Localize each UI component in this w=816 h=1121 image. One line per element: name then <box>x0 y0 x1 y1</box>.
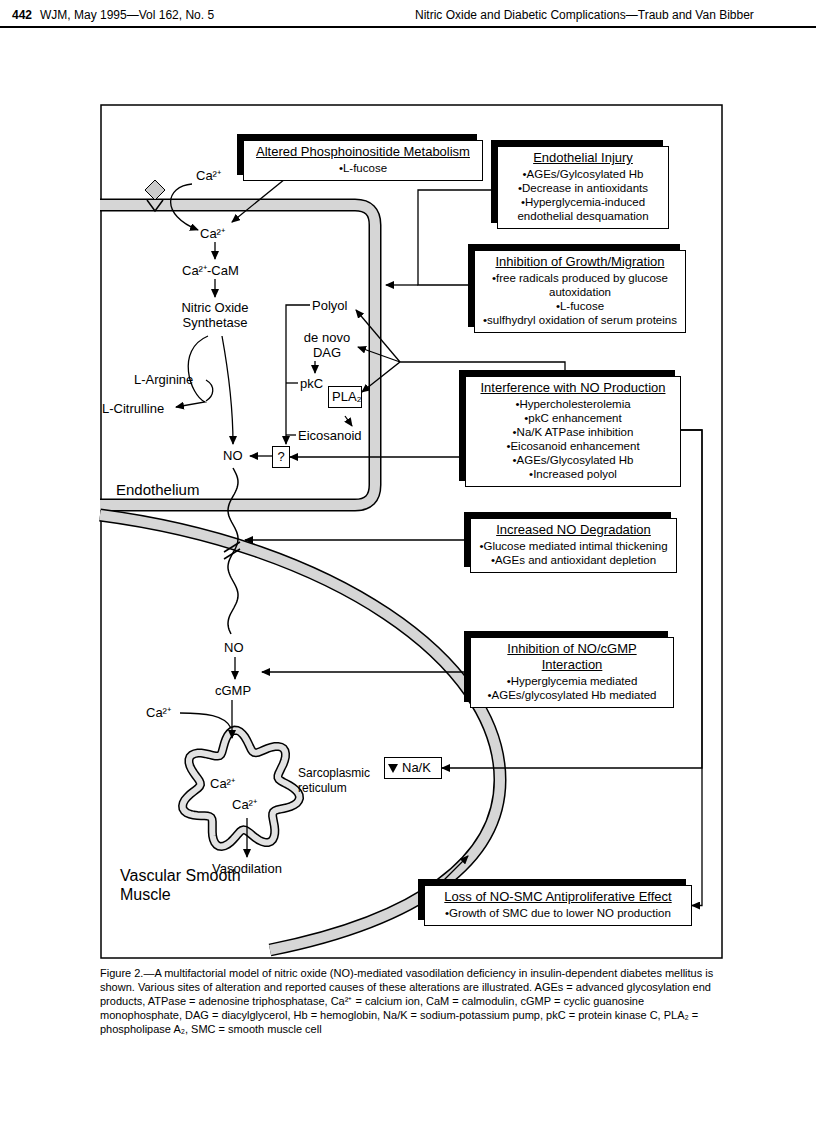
box-text: •pkC enhancement <box>472 411 674 425</box>
box-text: •Increased polyol <box>472 467 674 481</box>
box-text: •Glucose mediated intimal thickening <box>477 539 670 553</box>
endothelial-membrane <box>100 205 375 505</box>
connector-arrow <box>681 430 702 906</box>
box-text: •L-fucose <box>481 299 679 313</box>
box-text: •Hyperglycemia-induced endothelial desqu… <box>504 195 662 223</box>
cause-box: Interference with NO Production•Hypercho… <box>465 376 681 487</box>
figure-caption: Figure 2.—A multifactorial model of nitr… <box>100 966 722 1036</box>
box-heading: Interference with NO Production <box>472 380 674 396</box>
molecule-label: L-Citrulline <box>102 401 164 416</box>
box-text: •Na/K ATPase inhibition <box>472 425 674 439</box>
molecule-label: NO <box>224 640 244 655</box>
molecule-label: Polyol <box>312 298 347 313</box>
box-text: •AGEs/Gylcosylated Hb <box>504 167 662 181</box>
ion-label: Ca²⁺ <box>200 226 225 241</box>
journal-info: WJM, May 1995—Vol 162, No. 5 <box>40 8 214 23</box>
molecule-label: Ca²⁺-CaM <box>182 263 239 278</box>
molecule-label: de novo DAG <box>296 330 358 360</box>
cause-box: Loss of NO-SMC Antiproliferative Effect•… <box>424 885 692 926</box>
box-text: •AGEs/glycosylated Hb mediated <box>477 688 667 702</box>
enzyme-box: PLA₂ <box>328 386 362 408</box>
enzyme-label: Nitric Oxide Synthetase <box>165 300 265 330</box>
cause-box: Inhibition of NO/cGMP Interaction•Hyperg… <box>470 637 674 708</box>
box-heading: Loss of NO-SMC Antiproliferative Effect <box>431 889 685 905</box>
box-heading: Endothelial Injury <box>504 150 662 166</box>
connector-arrow <box>290 456 465 457</box>
cause-box: Increased NO Degradation•Glucose mediate… <box>470 518 677 573</box>
molecule-label: Eicosanoid <box>298 428 362 443</box>
ion-label: Ca²⁺ <box>232 797 257 812</box>
box-text: •Eicosanoid enhancement <box>472 439 674 453</box>
molecule-label: NO <box>223 448 243 463</box>
box-text: •sulfhydryl oxidation of serum proteins <box>481 313 679 327</box>
box-text: •AGEs and antioxidant depletion <box>477 553 670 567</box>
pump-box: Na/K <box>384 757 442 779</box>
cause-box: Endothelial Injury•AGEs/Gylcosylated Hb•… <box>497 146 669 229</box>
box-text: Na/K <box>402 760 438 776</box>
region-label: Endothelium <box>116 481 199 499</box>
box-text: •free radicals produced by glucose autox… <box>481 271 679 299</box>
pathway-arrows <box>171 179 497 884</box>
ion-label: Ca²⁺ <box>210 776 235 791</box>
receptor-symbol <box>145 180 165 211</box>
sarcoplasmic-reticulum <box>183 730 300 846</box>
figure-frame <box>101 105 722 958</box>
organelle-label: Sarcoplasmic reticulum <box>298 766 376 796</box>
box-text: •L-fucose <box>250 161 476 175</box>
cause-box: Inhibition of Growth/Migration•free radi… <box>474 250 686 333</box>
box-text: ? <box>276 449 286 465</box>
box-text: •Growth of SMC due to lower NO productio… <box>431 906 685 920</box>
unknown-box: ? <box>272 446 290 468</box>
header-rule <box>0 26 816 28</box>
box-text: •Hypercholesterolemia <box>472 397 674 411</box>
ion-label: Ca²⁺ <box>196 168 221 183</box>
box-heading: Inhibition of Growth/Migration <box>481 254 679 270</box>
ion-label: Ca²⁺ <box>146 705 171 720</box>
box-text: •Hyperglycemia mediated <box>477 674 667 688</box>
molecule-label: L-Arginine <box>134 372 193 387</box>
box-heading: Inhibition of NO/cGMP Interaction <box>477 641 667 673</box>
enzyme-label: pkC <box>300 376 323 391</box>
box-text: •Decrease in antioxidants <box>504 181 662 195</box>
page-number: 442 <box>12 8 32 23</box>
box-text: •AGEs/Glycosylated Hb <box>472 453 674 467</box>
running-title: Nitric Oxide and Diabetic Complications—… <box>415 8 754 23</box>
box-heading: Altered Phosphoinositide Metabolism <box>250 144 476 160</box>
cause-box: Altered Phosphoinositide Metabolism•L-fu… <box>243 140 483 181</box>
region-label: Vascular Smooth Muscle <box>120 866 270 904</box>
break-marks <box>224 542 240 559</box>
box-heading: Increased NO Degradation <box>477 522 670 538</box>
molecule-label: cGMP <box>215 683 251 698</box>
box-text: PLA₂ <box>332 389 358 405</box>
